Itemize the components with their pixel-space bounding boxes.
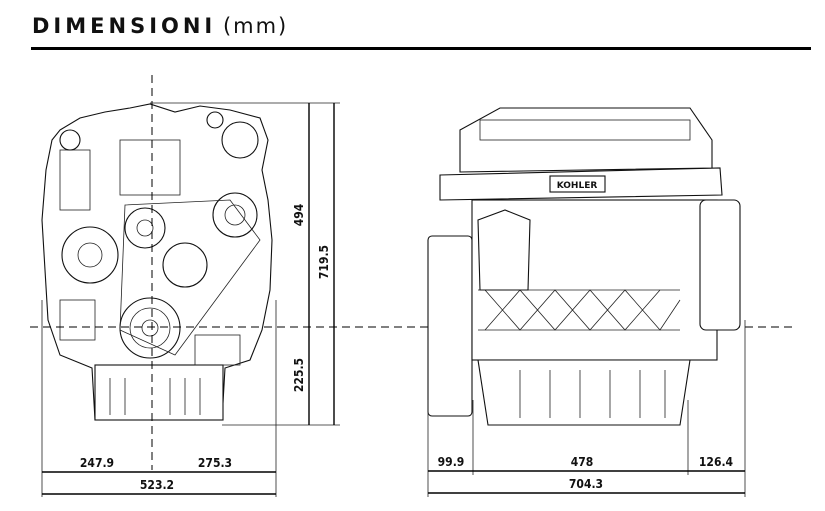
dim-block-length: 478 xyxy=(571,455,594,469)
page-title: DIMENSIONI (mm) xyxy=(32,14,288,38)
dim-total-height: 719.5 xyxy=(317,245,331,279)
kohler-logo: KOHLER xyxy=(557,181,598,191)
front-extension-lines xyxy=(41,102,340,497)
title-underline xyxy=(31,47,811,50)
side-length-dimensions: 99.9 478 126.4 704.3 xyxy=(428,455,745,494)
dim-front-offset: 99.9 xyxy=(438,455,465,469)
title-text: DIMENSIONI xyxy=(32,14,217,38)
dim-upper-height: 494 xyxy=(292,203,306,226)
engine-side-view: KOHLER xyxy=(427,107,741,426)
front-width-dimensions: 247.9 275.3 523.2 xyxy=(42,456,276,495)
dim-total-width: 523.2 xyxy=(140,478,174,492)
dim-total-length: 704.3 xyxy=(569,477,603,491)
title-unit: (mm) xyxy=(222,14,289,38)
side-extension-lines xyxy=(427,320,746,497)
dim-lower-height: 225.5 xyxy=(292,358,306,392)
dim-right-width: 275.3 xyxy=(198,456,232,470)
front-height-dimensions: 494 225.5 719.5 xyxy=(292,103,335,425)
dim-rear-offset: 126.4 xyxy=(699,455,734,469)
dim-left-width: 247.9 xyxy=(80,456,114,470)
engine-front-view xyxy=(41,103,273,421)
